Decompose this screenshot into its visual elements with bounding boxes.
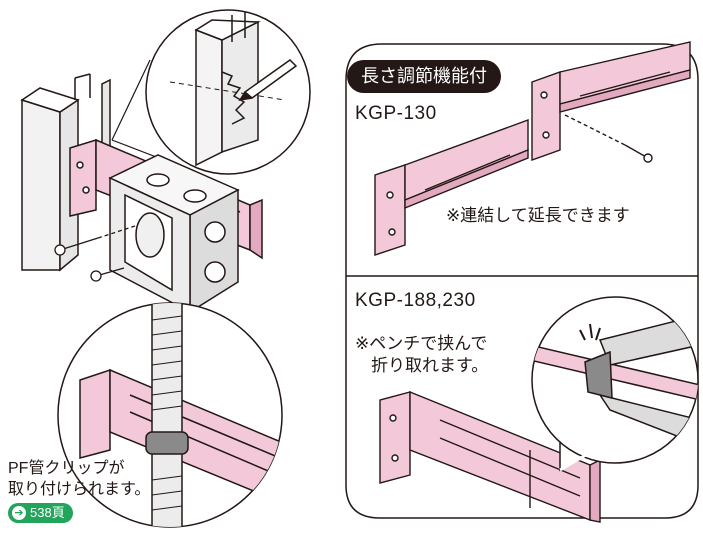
detail-circle-cut xyxy=(145,9,311,175)
bracket-kgp188 xyxy=(379,390,601,523)
page-reference-link[interactable]: ➔ 538頁 xyxy=(8,503,73,523)
feature-badge: 長さ調節機能付 xyxy=(347,60,501,93)
note-extend: ※連結して延長できます xyxy=(446,206,630,225)
note-pliers-line2: 折り取れます。 xyxy=(371,356,489,375)
arrow-right-icon: ➔ xyxy=(12,506,26,520)
pf-clip-note-line2: 取り付けられます。 xyxy=(8,481,151,498)
note-pliers-line1: ※ペンチで挟んで xyxy=(355,334,488,353)
screws-left xyxy=(54,225,136,282)
pf-clip-detail xyxy=(57,302,283,528)
pf-clip-note-line1: PF管クリップが xyxy=(8,460,125,477)
page-reference-label: 538頁 xyxy=(30,505,65,520)
pf-clip-note: PF管クリップが 取り付けられます。 xyxy=(8,458,150,500)
model-label-kgp130: KGP-130 xyxy=(355,103,437,124)
bracket-kgp130 xyxy=(374,41,691,256)
pliers-bubble xyxy=(531,296,699,472)
outlet-box xyxy=(108,154,240,314)
model-label-kgp188: KGP-188,230 xyxy=(355,290,476,311)
